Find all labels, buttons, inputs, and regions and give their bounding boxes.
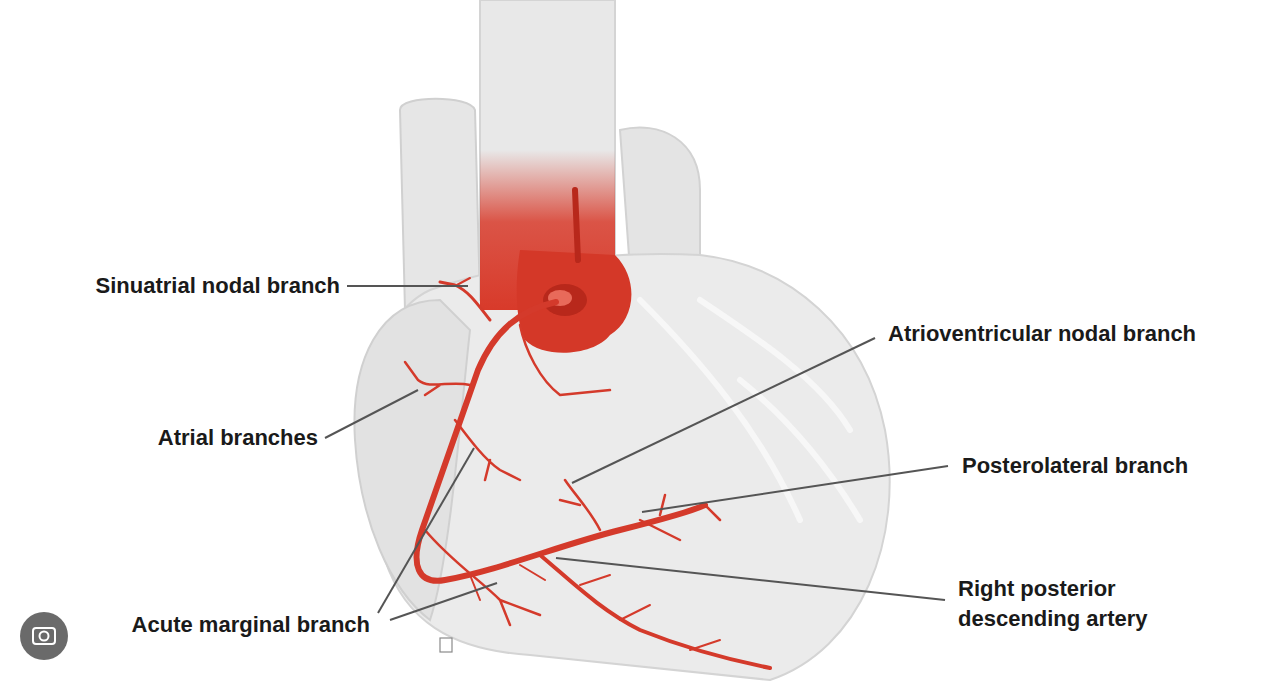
part-label: Atrioventricular nodal branch xyxy=(888,319,1196,349)
part-label: Right posterior descending artery xyxy=(958,574,1208,634)
part-label: Atrial branches xyxy=(158,423,318,453)
part-label: Sinuatrial nodal branch xyxy=(96,271,340,301)
part-label: Posterolateral branch xyxy=(962,451,1188,481)
part-label: Acute marginal branch xyxy=(132,610,370,640)
